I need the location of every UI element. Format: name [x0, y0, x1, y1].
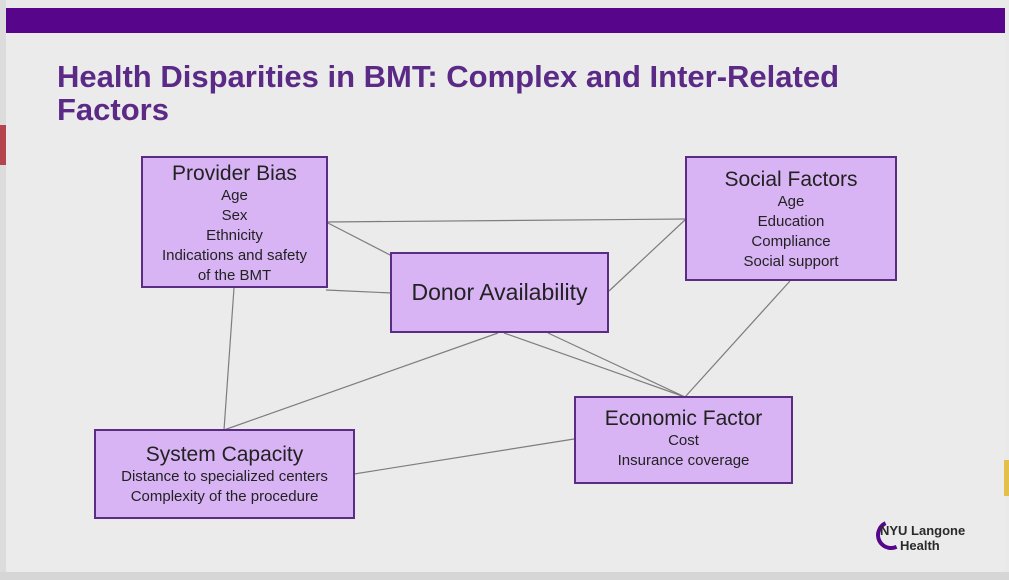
provider-bias-item: of the BMT	[197, 267, 272, 284]
donor-availability-title: Donor Availability	[411, 279, 588, 305]
link-donor-social	[608, 218, 687, 292]
provider-bias-item: Sex	[221, 207, 248, 224]
right-edge-accent	[1004, 460, 1009, 496]
link-donor-economic-a	[503, 332, 686, 398]
social-factors-title: Social Factors	[724, 168, 858, 191]
logo-line-2: Health	[900, 538, 940, 553]
nyu-langone-logo: NYU Langone Health	[871, 515, 966, 560]
economic-factor-box: Economic Factor Cost Insurance coverage	[574, 396, 793, 484]
link-system-economic	[353, 438, 575, 475]
social-factors-item: Age	[777, 193, 805, 210]
logo-line-1: NYU Langone	[880, 523, 966, 538]
economic-factor-item: Insurance coverage	[617, 452, 750, 469]
left-window-edge	[0, 0, 6, 580]
link-provider-donor-upper	[325, 221, 393, 257]
system-capacity-box: System Capacity Distance to specialized …	[94, 429, 355, 519]
system-capacity-title: System Capacity	[145, 443, 304, 466]
link-social-economic	[684, 280, 791, 398]
slide: Health Disparities in BMT: Complex and I…	[6, 8, 1005, 576]
link-provider-social	[325, 218, 687, 223]
system-capacity-item: Complexity of the procedure	[130, 488, 319, 505]
link-provider-donor-lower	[325, 289, 393, 294]
social-factors-item: Education	[757, 213, 825, 230]
provider-bias-item: Ethnicity	[206, 227, 263, 244]
bottom-window-strip	[0, 572, 1009, 580]
economic-factor-item: Cost	[668, 432, 699, 449]
provider-bias-item: Indications and safety	[161, 247, 308, 264]
social-factors-item: Compliance	[751, 233, 831, 250]
left-edge-accent	[0, 125, 6, 165]
link-provider-system	[223, 287, 235, 431]
donor-availability-box: Donor Availability	[390, 252, 609, 333]
social-factors-box: Social Factors Age Education Compliance …	[685, 156, 897, 281]
slide-title: Health Disparities in BMT: Complex and I…	[57, 59, 840, 127]
link-donor-economic-b	[547, 332, 686, 398]
provider-bias-title: Provider Bias	[172, 162, 297, 185]
link-donor-system	[223, 332, 499, 431]
economic-factor-title: Economic Factor	[604, 407, 763, 430]
slide-header-bar	[6, 8, 1005, 33]
social-factors-item: Social support	[743, 253, 839, 270]
system-capacity-item: Distance to specialized centers	[121, 468, 328, 485]
provider-bias-box: Provider Bias Age Sex Ethnicity Indicati…	[141, 156, 328, 288]
connector-lines	[223, 218, 791, 475]
provider-bias-item: Age	[221, 187, 248, 204]
